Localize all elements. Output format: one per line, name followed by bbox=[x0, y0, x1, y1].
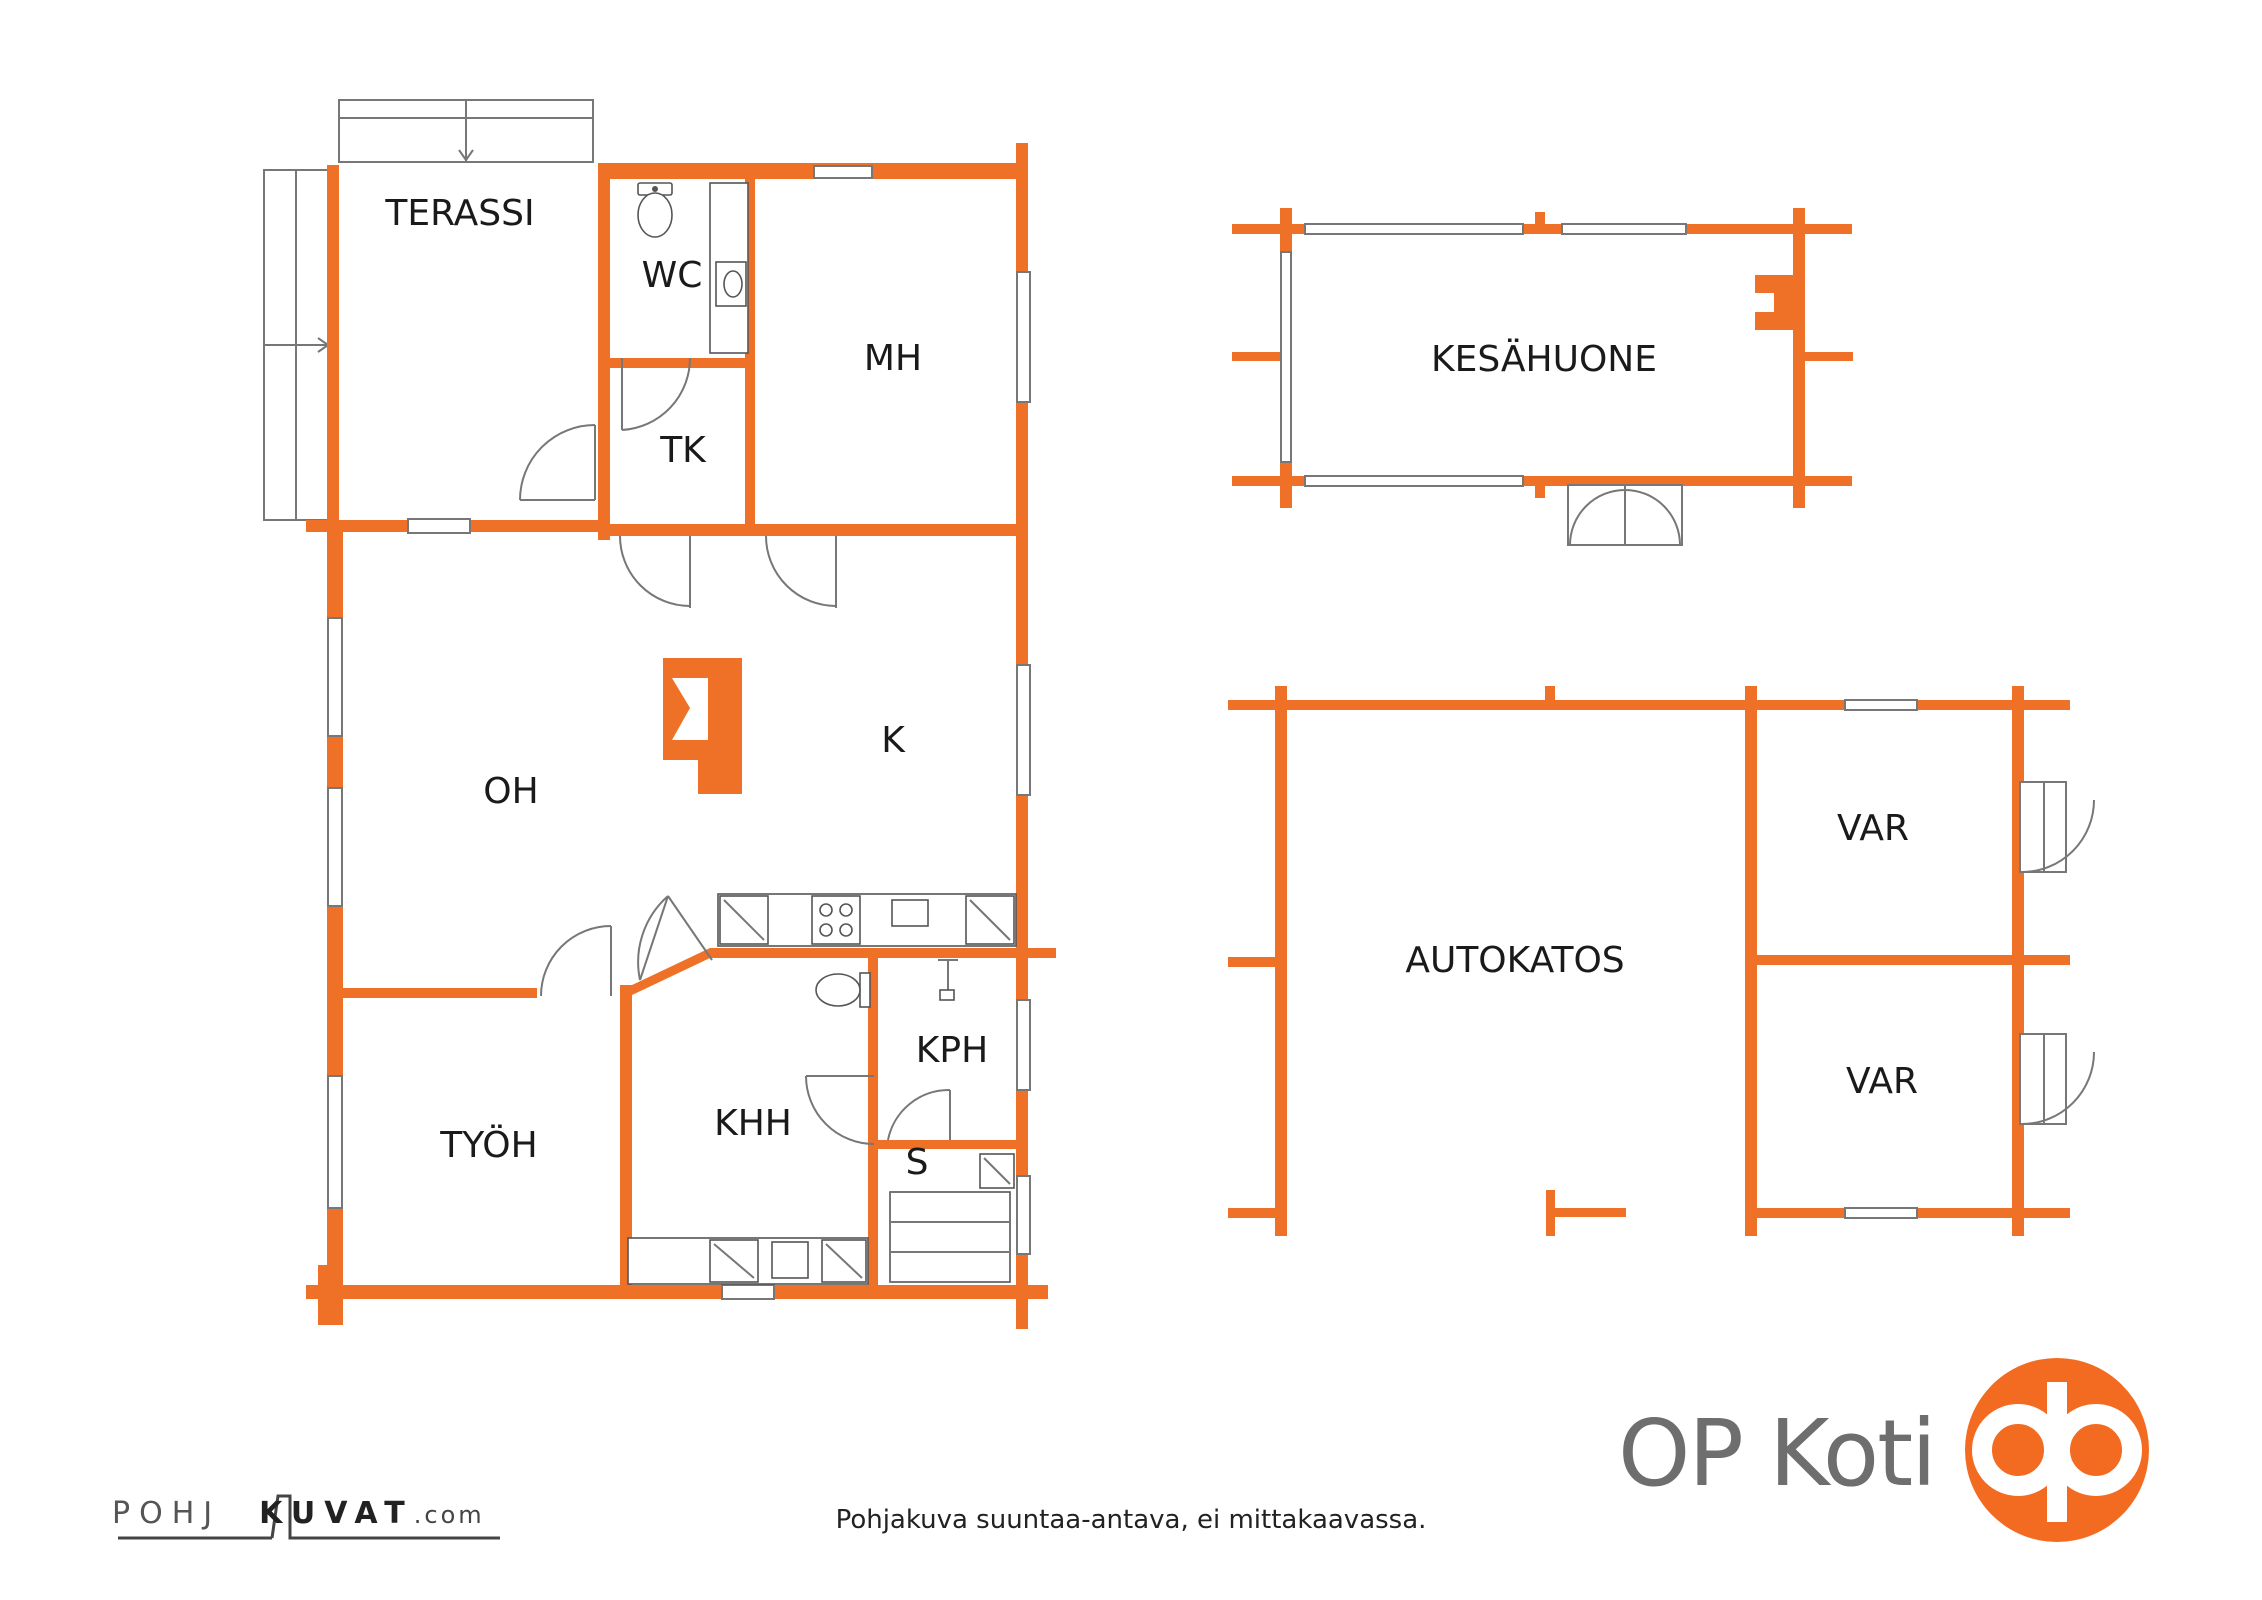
door-khh-kph bbox=[805, 1075, 875, 1145]
room-label-mh: MH bbox=[864, 338, 922, 379]
disclaimer-note: Pohjakuva suuntaa-antava, ei mittakaavas… bbox=[835, 1505, 1427, 1535]
door-tk-hall bbox=[619, 535, 691, 608]
room-label-tyoh: TYÖH bbox=[439, 1124, 537, 1166]
room-label-autokatos: AUTOKATOS bbox=[1405, 940, 1624, 981]
door-terrace bbox=[519, 424, 596, 501]
toilet-khh bbox=[815, 972, 871, 1008]
pohjakuvat-logo-line-icon bbox=[118, 1494, 500, 1540]
op-logo-icon bbox=[1965, 1358, 2149, 1542]
room-label-kph: KPH bbox=[916, 1030, 988, 1071]
room-label-k: K bbox=[881, 720, 906, 761]
room-label-s: S bbox=[906, 1142, 929, 1183]
laundry-counter bbox=[627, 1237, 869, 1285]
door-entry bbox=[637, 895, 713, 981]
room-label-kesahuone: KESÄHUONE bbox=[1431, 338, 1657, 380]
room-label-terassi: TERASSI bbox=[384, 193, 534, 234]
toilet-wc bbox=[637, 182, 673, 238]
room-label-var-2: VAR bbox=[1846, 1061, 1918, 1102]
sauna-benches bbox=[889, 1191, 1011, 1283]
room-label-var-1: VAR bbox=[1837, 808, 1909, 849]
door-mh bbox=[765, 535, 837, 608]
kitchen-counter bbox=[717, 893, 1017, 947]
summer-room bbox=[1232, 208, 1853, 546]
pohjakuvat-logo-part1: POHJ bbox=[112, 1496, 222, 1531]
sink-wc bbox=[709, 182, 749, 354]
pohjakuvat-logo-part3: .com bbox=[413, 1501, 485, 1529]
door-sauna bbox=[887, 1088, 951, 1141]
room-label-oh: OH bbox=[483, 771, 538, 812]
main-house bbox=[263, 99, 1056, 1329]
door-tyoh bbox=[540, 925, 612, 997]
pohjakuvat-logo-part2: KUVAT bbox=[259, 1496, 414, 1531]
op-koti-brand-text: OP Koti bbox=[1618, 1400, 1937, 1507]
pohjakuvat-logo: POHJ KUVAT.com bbox=[112, 1496, 485, 1531]
door-tk bbox=[621, 357, 692, 431]
carport bbox=[1228, 686, 2095, 1236]
room-label-wc: WC bbox=[642, 255, 703, 296]
room-label-khh: KHH bbox=[714, 1103, 792, 1144]
shower-kph bbox=[938, 959, 958, 1001]
room-label-tk: TK bbox=[659, 430, 707, 471]
sauna-stove bbox=[979, 1153, 1015, 1189]
